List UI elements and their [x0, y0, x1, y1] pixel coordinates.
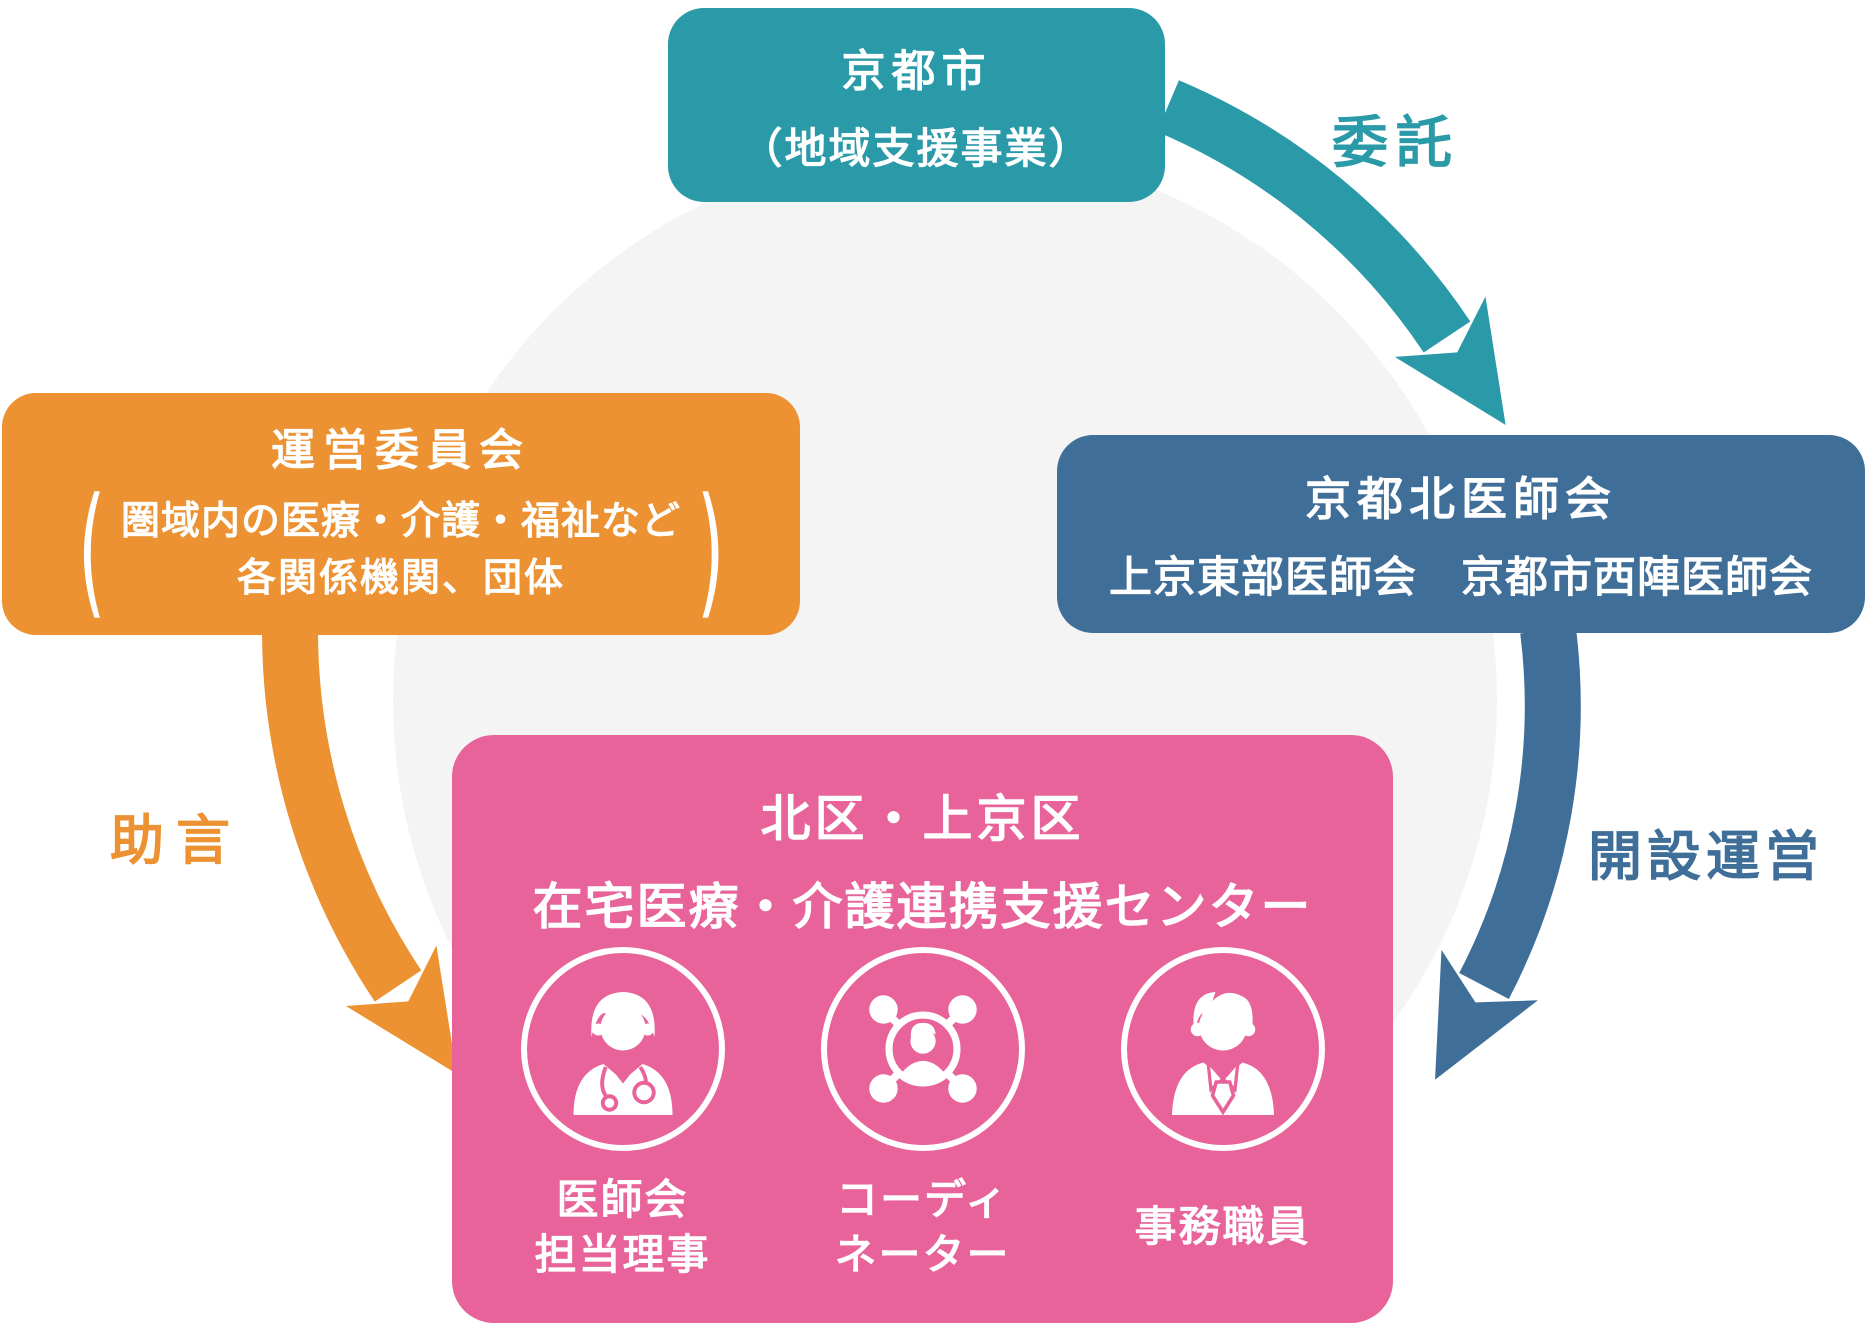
doctor-icon: [573, 992, 672, 1115]
clerk-label: 事務職員: [1134, 1169, 1310, 1285]
clerk-label-line1: 事務職員: [1134, 1202, 1311, 1252]
clerk-icon: [1171, 992, 1274, 1116]
staff-row: 医師会 担当理事: [452, 947, 1393, 1285]
medical-associations-line1: 京都北医師会: [1305, 472, 1617, 526]
doctor-badge: [520, 947, 725, 1151]
staff-coordinator: コーディ ネーター: [777, 947, 1069, 1285]
doctor-label: 医師会 担当理事: [534, 1169, 710, 1285]
close-paren: ): [696, 467, 725, 633]
kyoto-city-box: 京都市 （地域支援事業）: [668, 8, 1165, 202]
coordinator-label-line2: ネーター: [834, 1230, 1011, 1279]
coordinator-badge: [820, 947, 1025, 1151]
establishment-label: 開設運営: [1588, 825, 1824, 888]
support-center-line2: 在宅医療・介護連携支援センター: [532, 878, 1313, 936]
entrustment-label: 委託: [1332, 111, 1460, 176]
steering-committee-detail-line1: 圏域内の医療・介護・福祉など: [120, 499, 681, 545]
medical-associations-line2: 上京東部医師会 京都市西陣医師会: [1109, 553, 1813, 603]
steering-committee-detail-line2: 各関係機関、団体: [236, 555, 565, 601]
coordinator-icon: [868, 995, 977, 1103]
doctor-label-line2: 担当理事: [534, 1230, 711, 1279]
support-center-title: 北区・上京区 在宅医療・介護連携支援センター: [452, 779, 1393, 939]
support-center-line1: 北区・上京区: [760, 790, 1085, 848]
coordinator-label-line1: コーディ: [835, 1174, 1010, 1224]
establishment-arrow: [1435, 626, 1581, 1080]
doctor-label-line1: 医師会: [556, 1174, 689, 1224]
medical-associations-box: 京都北医師会 上京東部医師会 京都市西陣医師会: [1057, 435, 1865, 633]
staff-doctor: 医師会 担当理事: [477, 947, 769, 1285]
open-paren: (: [77, 467, 106, 633]
support-center-box: 北区・上京区 在宅医療・介護連携支援センター: [452, 735, 1393, 1323]
kyoto-city-line2: （地域支援事業）: [740, 123, 1093, 173]
clerk-badge: [1120, 947, 1325, 1151]
staff-clerk: 事務職員: [1077, 947, 1369, 1285]
kyoto-city-line1: 京都市: [841, 45, 992, 97]
steering-committee-detail: ( 圏域内の医療・介護・福祉など 各関係機関、団体 ): [2, 467, 800, 633]
advice-arrow: [262, 631, 457, 1074]
advice-label: 助言: [110, 809, 242, 872]
entrustment-arrow: [1157, 80, 1506, 425]
steering-committee-title: 運営委員会: [271, 424, 531, 476]
coordinator-label: コーディ ネーター: [834, 1169, 1010, 1285]
steering-committee-box: 運営委員会 ( 圏域内の医療・介護・福祉など 各関係機関、団体 ): [2, 393, 800, 635]
